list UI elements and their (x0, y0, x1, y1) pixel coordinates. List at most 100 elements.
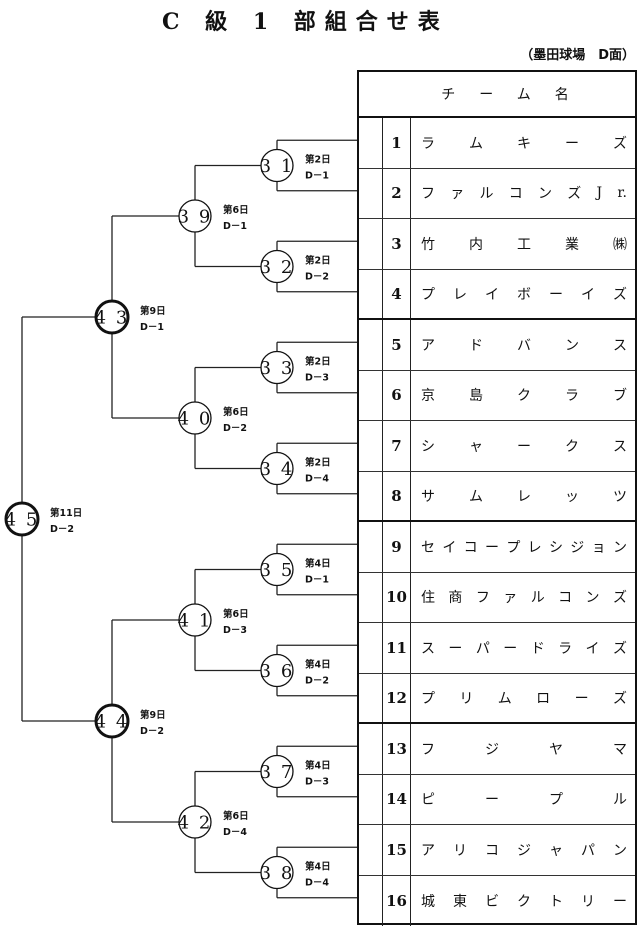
team-name-char: ル (479, 186, 494, 203)
match-number: 3 5 (260, 560, 295, 581)
result-cell (359, 118, 383, 168)
team-name-char: ァ (450, 186, 465, 203)
team-name-char: リ (581, 893, 595, 910)
result-cell (359, 623, 383, 673)
team-name-char: ズ (613, 286, 627, 303)
team-number: 3 (383, 219, 411, 269)
match-circle (260, 552, 294, 587)
match-day: 第4日 (305, 861, 331, 873)
team-name-char: ク (565, 438, 579, 455)
team-name-char: レ (517, 488, 531, 505)
team-name-char: ー (549, 286, 563, 303)
team-name-char: サ (421, 488, 435, 505)
match-day: 第6日 (223, 406, 249, 418)
team-name-char: コ (508, 186, 523, 203)
match-circle (260, 350, 294, 385)
match-court: D－2 (223, 423, 247, 434)
team-name-char: ー (565, 135, 579, 152)
team-name-char: ラ (558, 640, 573, 657)
match-court: D－2 (50, 524, 74, 535)
team-number: 9 (383, 522, 411, 572)
team-number: 7 (383, 421, 411, 471)
match-day: 第6日 (223, 204, 249, 216)
team-name-char: ド (469, 337, 483, 354)
team-name-char: ラ (421, 135, 435, 152)
match-number: 3 6 (260, 661, 295, 682)
result-cell (359, 774, 383, 824)
team-number: 15 (383, 825, 411, 875)
page-title: C 級 1 部組合せ表 (162, 9, 449, 35)
team-name-char: 業 (565, 236, 579, 253)
match-circle (260, 855, 294, 890)
team-name-char: ン (585, 590, 600, 607)
team-name-char: ス (613, 337, 627, 354)
match-court: D－2 (305, 676, 329, 687)
match-number: 3 7 (260, 762, 295, 783)
team-name-char: 内 (469, 236, 483, 253)
team-name-char: コ (463, 539, 478, 556)
team-name-char: ヤ (549, 741, 563, 758)
match-number: 4 1 (178, 611, 213, 632)
team-name-char: ル (530, 590, 545, 607)
team-name-char: イ (485, 286, 499, 303)
match-day: 第2日 (305, 154, 331, 166)
team-name: フジヤマ (411, 724, 635, 774)
match-court: D－3 (223, 625, 247, 636)
match-court: D－1 (305, 171, 329, 182)
team-table-header: チーム名 (359, 72, 635, 118)
team-name-char: ー (517, 438, 531, 455)
match-court: D－2 (140, 726, 164, 737)
team-name-char: シ (548, 539, 563, 556)
match-number: 4 3 (95, 308, 130, 329)
team-name: セイコープレシジョン (411, 522, 635, 572)
match-court: D－4 (305, 474, 329, 485)
match-circle (260, 249, 294, 284)
team-name-char: ア (421, 842, 435, 859)
team-name-char: 竹 (421, 236, 435, 253)
team-number: 14 (383, 774, 411, 824)
match-court: D－4 (305, 878, 329, 889)
team-name-char: ジ (570, 539, 585, 556)
match-circle (94, 299, 130, 335)
team-name-char: 城 (421, 893, 435, 910)
team-name-char: ー (448, 640, 463, 657)
team-name-char: ム (497, 690, 512, 707)
team-name-char: プ (549, 792, 563, 809)
team-name-char: ズ (612, 640, 627, 657)
team-name-char: ラ (565, 388, 579, 405)
team-name-char: ジ (517, 842, 531, 859)
team-name-char: バ (517, 337, 531, 354)
team-name-char: ッ (565, 488, 579, 505)
match-court: D－3 (305, 777, 329, 788)
team-name-char: 京 (421, 388, 435, 405)
result-cell (359, 875, 383, 926)
venue-label: （墨田球場 D面） (520, 48, 635, 63)
team-name-char: コ (485, 842, 499, 859)
team-name-char: マ (613, 741, 627, 758)
match-number: 3 2 (260, 257, 295, 278)
team-number: 4 (383, 269, 411, 318)
team-name-char: ー (484, 539, 499, 556)
result-cell (359, 370, 383, 420)
team-number: 16 (383, 875, 411, 926)
team-name-char: ジ (485, 741, 499, 758)
team-name-char: 住 (421, 590, 435, 607)
team-name-char: プ (421, 690, 435, 707)
team-name-char: フ (421, 186, 435, 203)
match-circle (4, 501, 40, 537)
team-number: 8 (383, 471, 411, 520)
match-day: 第2日 (305, 356, 331, 368)
match-day: 第9日 (140, 305, 166, 317)
result-cell (359, 269, 383, 318)
team-name-char: ン (538, 186, 552, 203)
team-name-char: レ (527, 539, 542, 556)
